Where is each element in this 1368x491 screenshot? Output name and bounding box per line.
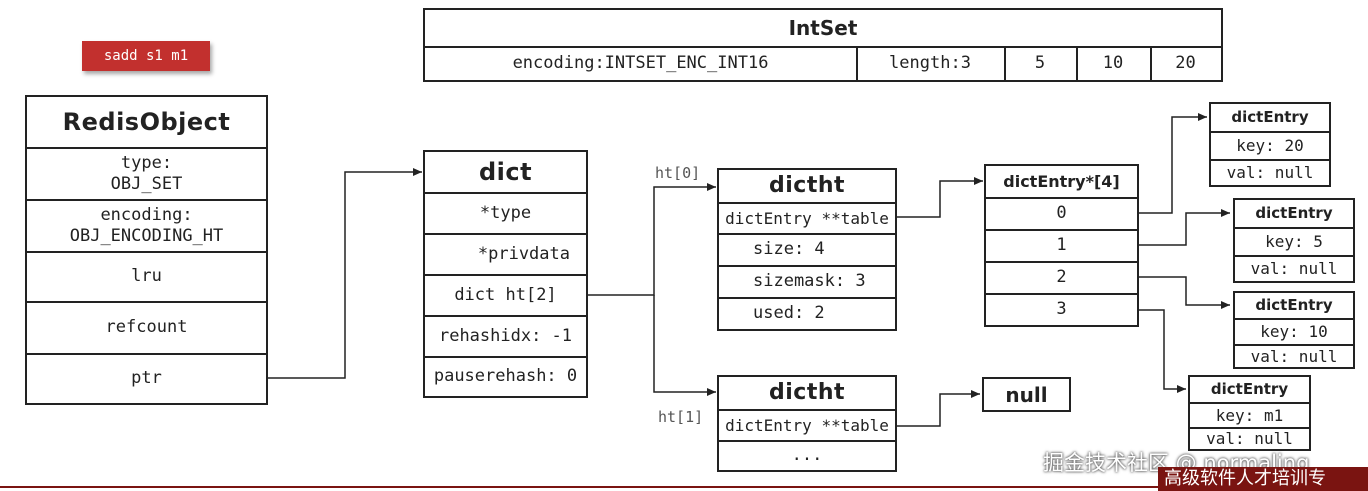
- dict-entry-title: dictEntry: [1190, 377, 1309, 404]
- slot3-to-entry-arrow: [1138, 309, 1186, 393]
- dict-to-ht0-arrow: [587, 183, 716, 296]
- dict-entry-val: val: null: [1250, 346, 1338, 366]
- dictht-1-table: dictEntry **table: [719, 411, 895, 442]
- dictht-0-title: dictht: [719, 170, 895, 204]
- dict-entry-box: dictEntry key: 20 val: null: [1209, 102, 1331, 187]
- ht1-table-to-null-arrow: [895, 390, 980, 427]
- encoding-value: OBJ_ENCODING_HT: [69, 226, 224, 246]
- array-slot: 1: [986, 231, 1137, 263]
- null-label: null: [1005, 382, 1048, 407]
- redis-object-refcount: refcount: [27, 303, 266, 355]
- dict-entry-val: val: null: [1250, 259, 1338, 278]
- dict-field: pauserehash: 0: [433, 366, 578, 387]
- dictht-0-used: used: 2: [753, 303, 825, 324]
- null-box: null: [982, 377, 1071, 412]
- intset-box: IntSet encoding:INTSET_ENC_INT16 length:…: [423, 8, 1223, 82]
- dict-field: rehashidx: -1: [425, 317, 586, 358]
- intset-value: 5: [1004, 46, 1078, 80]
- dict-field: dict ht[2]: [425, 276, 586, 317]
- dict-entry-title: dictEntry: [1235, 200, 1353, 229]
- dictht-1-box: dictht dictEntry **table ...: [717, 375, 897, 472]
- dict-entry-title: dictEntry: [1211, 104, 1329, 133]
- ht0-table-to-array-arrow: [895, 177, 983, 218]
- redis-object-encoding: encoding: OBJ_ENCODING_HT: [27, 201, 266, 253]
- redis-object-lru: lru: [27, 253, 266, 303]
- dict-entry-key: key: m1: [1190, 404, 1309, 429]
- dict-entry-array-box: dictEntry*[4] 0 1 2 3: [984, 164, 1139, 327]
- slot2-to-entry-arrow: [1138, 276, 1230, 309]
- dictht-0-table: dictEntry **table: [719, 204, 895, 235]
- ht1-label: ht[1]: [658, 408, 704, 426]
- dictht-0-box: dictht dictEntry **table size: 4 sizemas…: [717, 168, 897, 331]
- ptr-to-dict-arrow: [267, 168, 422, 379]
- slot0-to-entry-arrow: [1138, 113, 1207, 214]
- slot1-to-entry-arrow: [1138, 209, 1230, 246]
- dict-field: *type: [425, 194, 586, 235]
- dict-field: *privdata: [425, 235, 586, 276]
- dict-entry-box: dictEntry key: 10 val: null: [1233, 291, 1355, 369]
- redis-object-box: RedisObject type: OBJ_SET encoding: OBJ_…: [25, 95, 268, 405]
- dict-to-ht1-arrow: [653, 295, 716, 396]
- command-badge: sadd s1 m1: [82, 41, 210, 71]
- ht0-label: ht[0]: [655, 164, 701, 182]
- intset-length: length:3: [856, 46, 1006, 80]
- encoding-label: encoding:: [100, 204, 193, 225]
- dict-entry-val: val: null: [1206, 429, 1293, 448]
- dictht-0-size: size: 4: [719, 235, 895, 267]
- intset-title: IntSet: [425, 10, 1221, 48]
- dict-entry-box: dictEntry key: m1 val: null: [1188, 375, 1311, 451]
- intset-value: 10: [1076, 46, 1152, 80]
- array-slot: 2: [986, 263, 1137, 295]
- redis-object-type: type: OBJ_SET: [27, 149, 266, 201]
- dict-entry-title: dictEntry: [1235, 293, 1353, 320]
- type-label: type:: [120, 152, 173, 173]
- intset-value: 20: [1175, 53, 1196, 73]
- array-slot: 0: [986, 199, 1137, 231]
- watermark-banner: 高级软件人才培训专: [1158, 467, 1368, 491]
- dict-title: dict: [425, 152, 586, 194]
- dictht-1-ellipsis: ...: [791, 445, 823, 466]
- dictht-1-title: dictht: [719, 377, 895, 411]
- dict-entry-key: key: 10: [1235, 320, 1353, 346]
- dict-entry-val: val: null: [1226, 163, 1314, 182]
- dict-entry-box: dictEntry key: 5 val: null: [1233, 198, 1355, 283]
- intset-encoding: encoding:INTSET_ENC_INT16: [425, 46, 858, 80]
- dictht-0-sizemask: sizemask: 3: [719, 267, 895, 299]
- bottom-divider: [0, 486, 1368, 488]
- dict-entry-key: key: 20: [1211, 133, 1329, 161]
- type-value: OBJ_SET: [110, 174, 183, 194]
- dict-box: dict *type *privdata dict ht[2] rehashid…: [423, 150, 588, 398]
- dict-entry-key: key: 5: [1235, 229, 1353, 257]
- redis-object-ptr: ptr: [131, 368, 162, 389]
- redis-object-title: RedisObject: [27, 97, 266, 149]
- array-slot: 3: [1056, 299, 1067, 320]
- dict-entry-array-title: dictEntry*[4]: [986, 166, 1137, 199]
